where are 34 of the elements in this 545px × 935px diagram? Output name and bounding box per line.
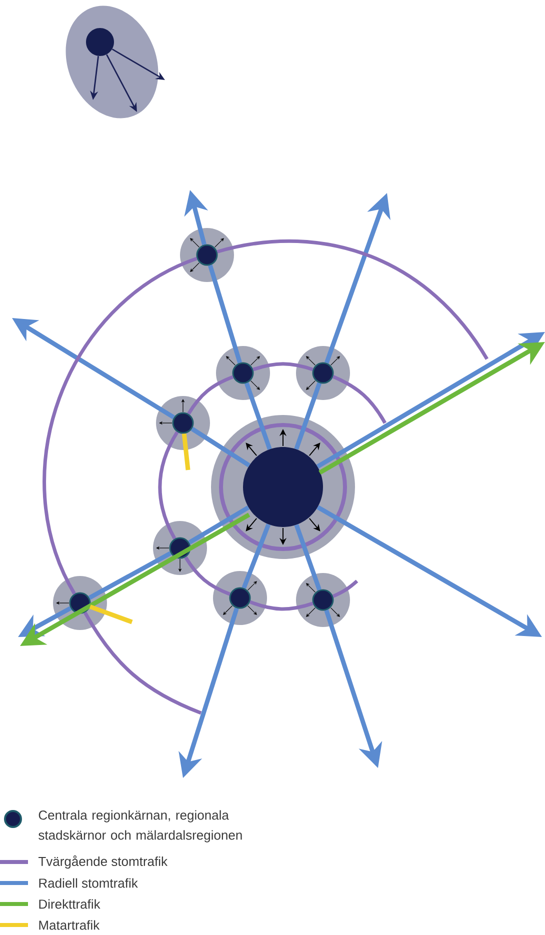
legend-text: Direkttrafik — [39, 899, 100, 909]
route-line — [184, 556, 231, 596]
route-line — [89, 604, 133, 624]
route-line — [252, 362, 314, 372]
route-line — [244, 382, 272, 450]
route-line — [208, 264, 242, 364]
route-line — [294, 524, 322, 591]
legend-text: Radiell stomtrafik — [39, 878, 138, 888]
hub-circle — [312, 362, 334, 384]
hub-circle — [172, 412, 194, 434]
hub-circle — [232, 362, 254, 384]
hub-circle — [243, 447, 323, 527]
hub-circle — [312, 589, 334, 611]
route-line — [190, 426, 250, 468]
legend-text: Centrala regionkärnan, regionala stadskärnor och mälardalsregionen — [38, 810, 242, 842]
route-line — [158, 431, 179, 540]
hub-circle — [69, 592, 91, 614]
route-line — [216, 240, 488, 360]
route-line — [332, 580, 358, 598]
route-line — [88, 551, 172, 600]
route-line — [249, 600, 314, 611]
route-line — [332, 375, 386, 424]
hub-circle — [86, 28, 114, 56]
hub-circle — [196, 244, 218, 266]
route-line — [188, 506, 250, 544]
legend-text: Matartrafik — [39, 920, 100, 930]
route-line — [182, 433, 190, 470]
route-line — [43, 256, 198, 595]
route-line — [187, 375, 234, 415]
hub-circle — [229, 587, 251, 609]
legend-text: Tvärgående stomtrafik — [38, 855, 168, 869]
route-line — [242, 524, 271, 589]
route-line — [294, 382, 322, 450]
route-line — [83, 612, 202, 715]
